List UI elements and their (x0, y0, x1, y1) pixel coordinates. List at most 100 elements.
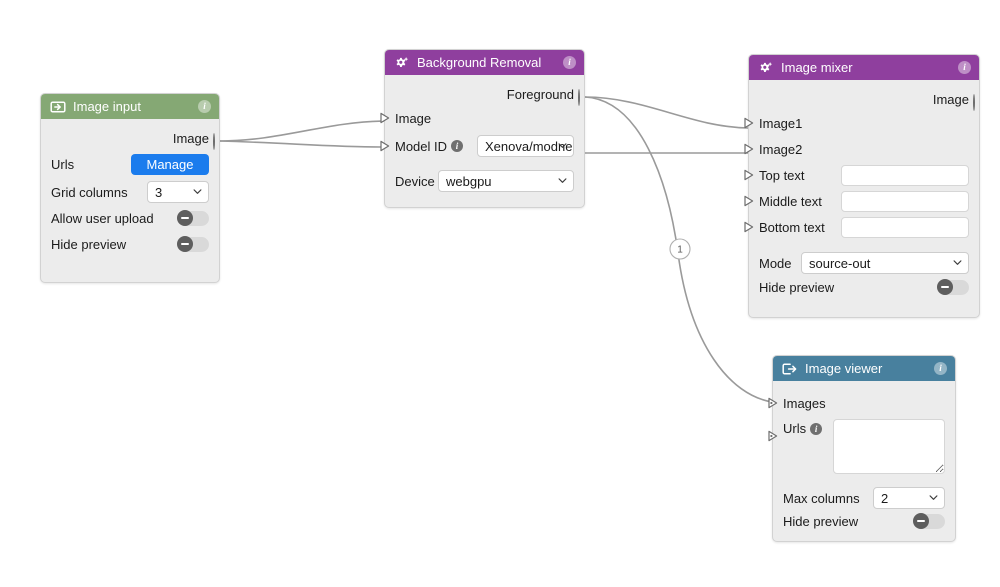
mode-select[interactable]: source-out (801, 252, 969, 274)
output-port-image[interactable] (973, 94, 985, 111)
image-input-icon (50, 100, 66, 113)
grid-columns-label: Grid columns (51, 184, 128, 200)
top-text-label: Top text (759, 167, 805, 183)
row-hide-preview: Hide preview (41, 231, 219, 257)
row-max-columns: Max columns 2 (773, 478, 955, 509)
manage-button[interactable]: Manage (131, 153, 209, 175)
info-icon[interactable]: i (958, 61, 971, 74)
image-label: Image (395, 110, 432, 126)
mode-label: Mode (759, 255, 792, 271)
node-background-removal-title: Background Removal (417, 55, 542, 70)
hide-preview-label: Hide preview (51, 236, 127, 252)
input-port-images[interactable] (767, 397, 779, 409)
grid-columns-select[interactable]: 3 (147, 181, 209, 203)
node-background-removal[interactable]: Background Removal i Foreground Image (380, 49, 585, 208)
output-port-image[interactable] (213, 133, 225, 150)
row-bottom-text: Bottom text (744, 214, 979, 240)
input-port-image[interactable] (379, 112, 391, 124)
max-columns-value: 2 (881, 490, 889, 506)
info-icon[interactable]: i (198, 100, 211, 113)
middle-text-label: Middle text (759, 193, 822, 209)
row-image1: Image1 (744, 110, 979, 136)
row-device: Device webgpu (385, 161, 584, 193)
gear-sparkle-icon (396, 56, 409, 67)
row-images: Images (768, 390, 955, 416)
node-image-input-title: Image input (73, 99, 141, 114)
row-hide-preview: Hide preview (749, 274, 979, 300)
model-id-value: Xenova/modne (485, 138, 573, 154)
device-label: Device (395, 173, 435, 189)
device-value: webgpu (446, 173, 492, 189)
info-icon[interactable]: i (563, 56, 576, 69)
hide-preview-toggle[interactable] (937, 279, 969, 295)
input-port-top-text[interactable] (743, 169, 755, 181)
info-icon[interactable]: i (451, 140, 464, 152)
mode-value: source-out (809, 255, 871, 271)
port-triangle (380, 112, 390, 124)
chevron-down-icon (558, 178, 567, 183)
image2-label: Image2 (759, 141, 803, 157)
node-image-input[interactable]: Image input i Image Urls Manage Grid col… (40, 93, 220, 283)
row-top-text: Top text (744, 162, 979, 188)
node-background-removal-body: Foreground Image Mo (380, 75, 584, 193)
hide-preview-toggle[interactable] (913, 513, 945, 529)
node-image-mixer-header[interactable]: Image mixer i (749, 55, 979, 80)
row-model-id: Model ID i Xenova/modne (380, 131, 584, 161)
row-grid-columns: Grid columns 3 (41, 179, 219, 205)
node-image-viewer-title: Image viewer (805, 361, 883, 376)
hide-preview-toggle[interactable] (177, 236, 209, 252)
model-id-label: Model ID (395, 138, 448, 154)
images-label: Images (783, 395, 826, 411)
port-circle (578, 89, 580, 106)
info-icon[interactable]: i (934, 362, 947, 375)
node-image-input-body: Image Urls Manage Grid columns 3 (41, 119, 219, 257)
chevron-down-icon (953, 260, 962, 265)
max-columns-label: Max columns (783, 490, 860, 506)
allow-user-upload-toggle[interactable] (177, 210, 209, 226)
port-triangle (744, 169, 754, 181)
row-image2: Image2 (744, 136, 979, 162)
node-image-input-header[interactable]: Image input i (41, 94, 219, 119)
input-port-urls[interactable] (767, 430, 779, 442)
allow-user-upload-label: Allow user upload (51, 210, 154, 226)
hide-preview-label: Hide preview (759, 279, 835, 295)
info-icon[interactable]: i (810, 423, 823, 435)
chevron-down-icon (929, 495, 938, 500)
edge-badge-label: 1 (677, 245, 683, 256)
toggle-knob (937, 279, 953, 295)
input-port-middle-text[interactable] (743, 195, 755, 207)
output-port-foreground[interactable] (578, 89, 590, 106)
hide-preview-label: Hide preview (783, 513, 859, 529)
port-triangle (744, 195, 754, 207)
output-port-label: Image (172, 130, 209, 146)
device-select[interactable]: webgpu (438, 170, 574, 192)
input-port-model-id[interactable] (379, 140, 391, 152)
max-columns-select[interactable]: 2 (873, 487, 945, 509)
input-port-image1[interactable] (743, 117, 755, 129)
node-background-removal-header[interactable]: Background Removal i (385, 50, 584, 75)
input-port-bottom-text[interactable] (743, 221, 755, 233)
row-urls: Urls i (768, 416, 955, 478)
node-image-viewer-header[interactable]: Image viewer i (773, 356, 955, 381)
row-image-input-port: Image (380, 105, 584, 131)
port-circle (213, 133, 215, 150)
row-urls: Urls Manage (41, 149, 219, 179)
bottom-text-input[interactable] (841, 216, 969, 238)
port-triangle (380, 140, 390, 152)
output-port-label: Image (932, 91, 969, 107)
node-image-viewer[interactable]: Image viewer i Images (768, 355, 956, 542)
top-text-input[interactable] (841, 164, 969, 186)
edge-image-input-to-br-image (219, 120, 385, 142)
chevron-down-icon (558, 143, 567, 148)
urls-label: Urls (783, 421, 807, 436)
node-image-mixer[interactable]: Image mixer i Image Image1 (744, 54, 980, 318)
toggle-knob (177, 236, 193, 252)
urls-label: Urls (51, 156, 75, 172)
input-port-image2[interactable] (743, 143, 755, 155)
model-id-select[interactable]: Xenova/modne (477, 135, 574, 157)
port-triangle (744, 221, 754, 233)
urls-textarea[interactable] (833, 419, 945, 474)
middle-text-input[interactable] (841, 190, 969, 212)
row-middle-text: Middle text (744, 188, 979, 214)
